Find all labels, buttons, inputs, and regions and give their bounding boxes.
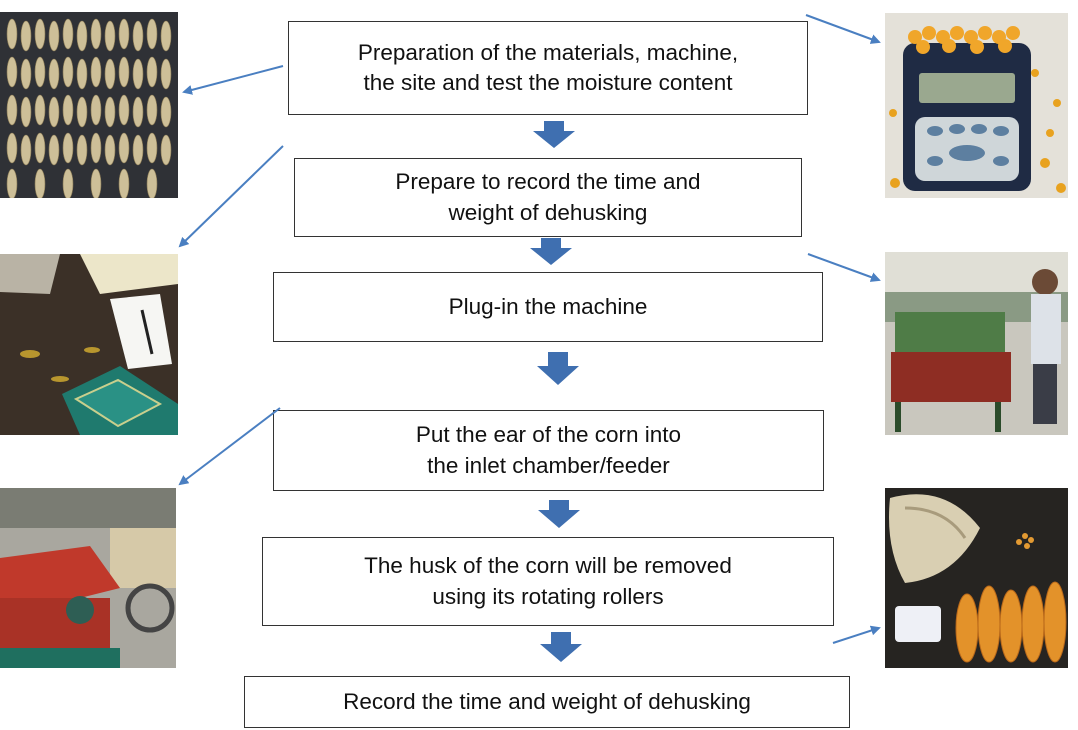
step-3-box: Plug-in the machine xyxy=(273,272,823,342)
down-arrow-2 xyxy=(530,238,572,265)
step-4-text: Put the ear of the corn into the inlet c… xyxy=(415,422,682,478)
step-2-text: Prepare to record the time and weight of… xyxy=(395,169,701,225)
step-5-box: The husk of the corn will be removed usi… xyxy=(262,537,834,626)
step-1-text: Preparation of the materials, machine, t… xyxy=(357,39,739,95)
step-5-text: The husk of the corn will be removed usi… xyxy=(364,553,732,609)
connector-top-to-moisture-meter xyxy=(805,14,881,44)
down-arrow-3 xyxy=(537,352,579,385)
down-arrow-4 xyxy=(538,500,580,528)
connector-step4-to-photo-left xyxy=(178,407,281,486)
connector-step5-to-photo-right xyxy=(832,625,881,644)
photo-husked-corn xyxy=(885,488,1068,668)
step-3-text: Plug-in the machine xyxy=(448,293,648,319)
photo-corn-ears-drying xyxy=(0,12,178,198)
step-4-box: Put the ear of the corn into the inlet c… xyxy=(273,410,824,491)
down-arrow-1 xyxy=(533,121,575,148)
connector-step2-to-photo-left xyxy=(178,145,284,248)
down-arrow-5 xyxy=(540,632,582,662)
step-1-box: Preparation of the materials, machine, t… xyxy=(288,21,808,115)
step-2-box: Prepare to record the time and weight of… xyxy=(294,158,802,237)
photo-notes-and-scale xyxy=(0,254,178,435)
connector-step1-to-photo-left xyxy=(182,65,284,95)
photo-moisture-meter xyxy=(885,13,1068,198)
step-6-text: Record the time and weight of dehusking xyxy=(343,688,751,714)
photo-dehusker-workshop xyxy=(885,252,1068,435)
photo-dehusker-machine xyxy=(0,488,176,668)
step-6-box: Record the time and weight of dehusking xyxy=(244,676,850,728)
